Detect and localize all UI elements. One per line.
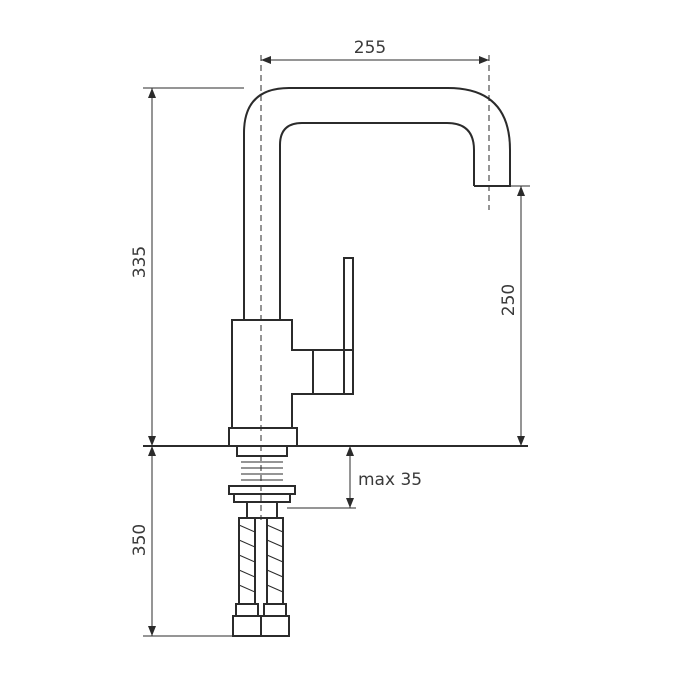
dimension-spout-height: 250: [499, 185, 530, 446]
faucet-base-plate: [228, 427, 298, 447]
dimension-countertop-label: max 35: [358, 470, 422, 490]
dimension-spout-reach-label: 255: [354, 38, 386, 58]
dimension-hose-length-label: 350: [130, 524, 150, 556]
dimension-spout-reach: 255: [261, 38, 489, 64]
mounting-assembly: [228, 445, 296, 519]
faucet-body: [231, 319, 314, 428]
dimension-total-height-label: 335: [130, 246, 150, 278]
faucet-handle-block: [312, 349, 354, 395]
faucet-spout-outer: [243, 87, 511, 320]
faucet-handle-lever: [343, 257, 354, 395]
faucet-spout-inner: [279, 122, 475, 320]
dimension-total-height: 335: [130, 87, 244, 446]
supply-hoses: [232, 517, 290, 637]
dimension-hose-length: 350: [130, 446, 233, 637]
dimension-spout-height-label: 250: [499, 284, 519, 316]
dimension-countertop: max 35: [287, 446, 422, 509]
